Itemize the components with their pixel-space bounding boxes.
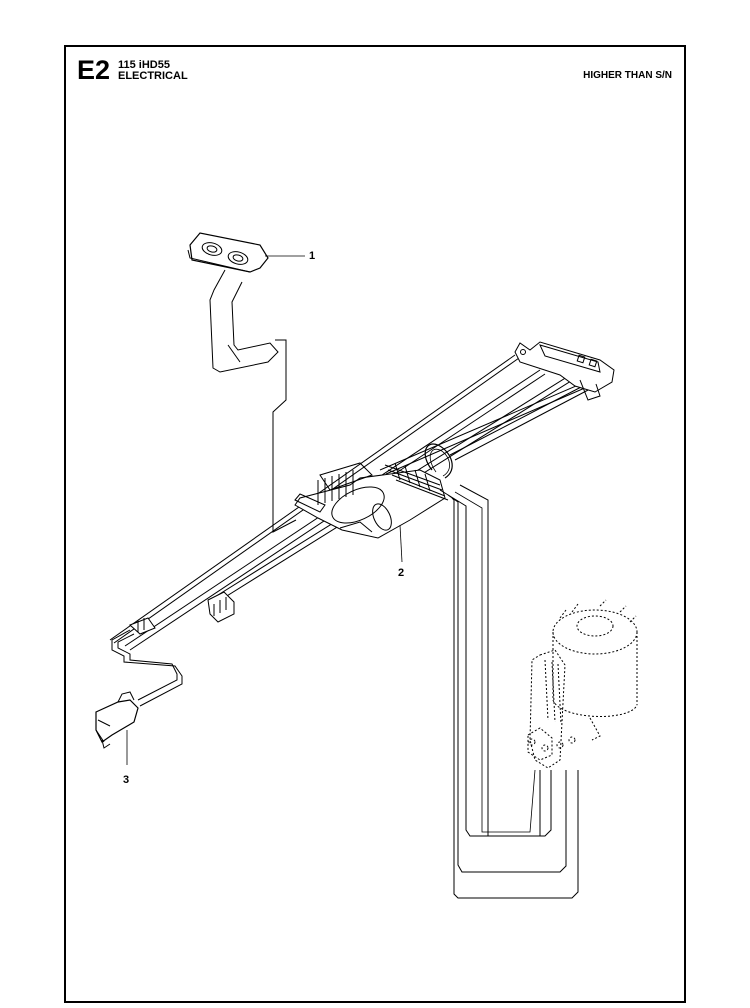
switch-assembly (95, 617, 183, 765)
model-label: 115 iHD55 (118, 59, 170, 71)
callout-2: 2 (398, 567, 405, 579)
group-label: ELECTRICAL (118, 70, 188, 82)
motor-reference (527, 599, 638, 769)
title-block: 115 iHD55 ELECTRICAL (118, 60, 188, 82)
callout-1: 1 (309, 250, 316, 262)
keypad-assembly (187, 232, 305, 373)
main-harness (109, 341, 615, 899)
callout-3: 3 (123, 774, 130, 786)
serial-note: HIGHER THAN S/N (583, 70, 672, 81)
section-code: E2 (77, 55, 111, 85)
keypad-cable (272, 339, 297, 533)
page-frame (64, 45, 686, 1003)
